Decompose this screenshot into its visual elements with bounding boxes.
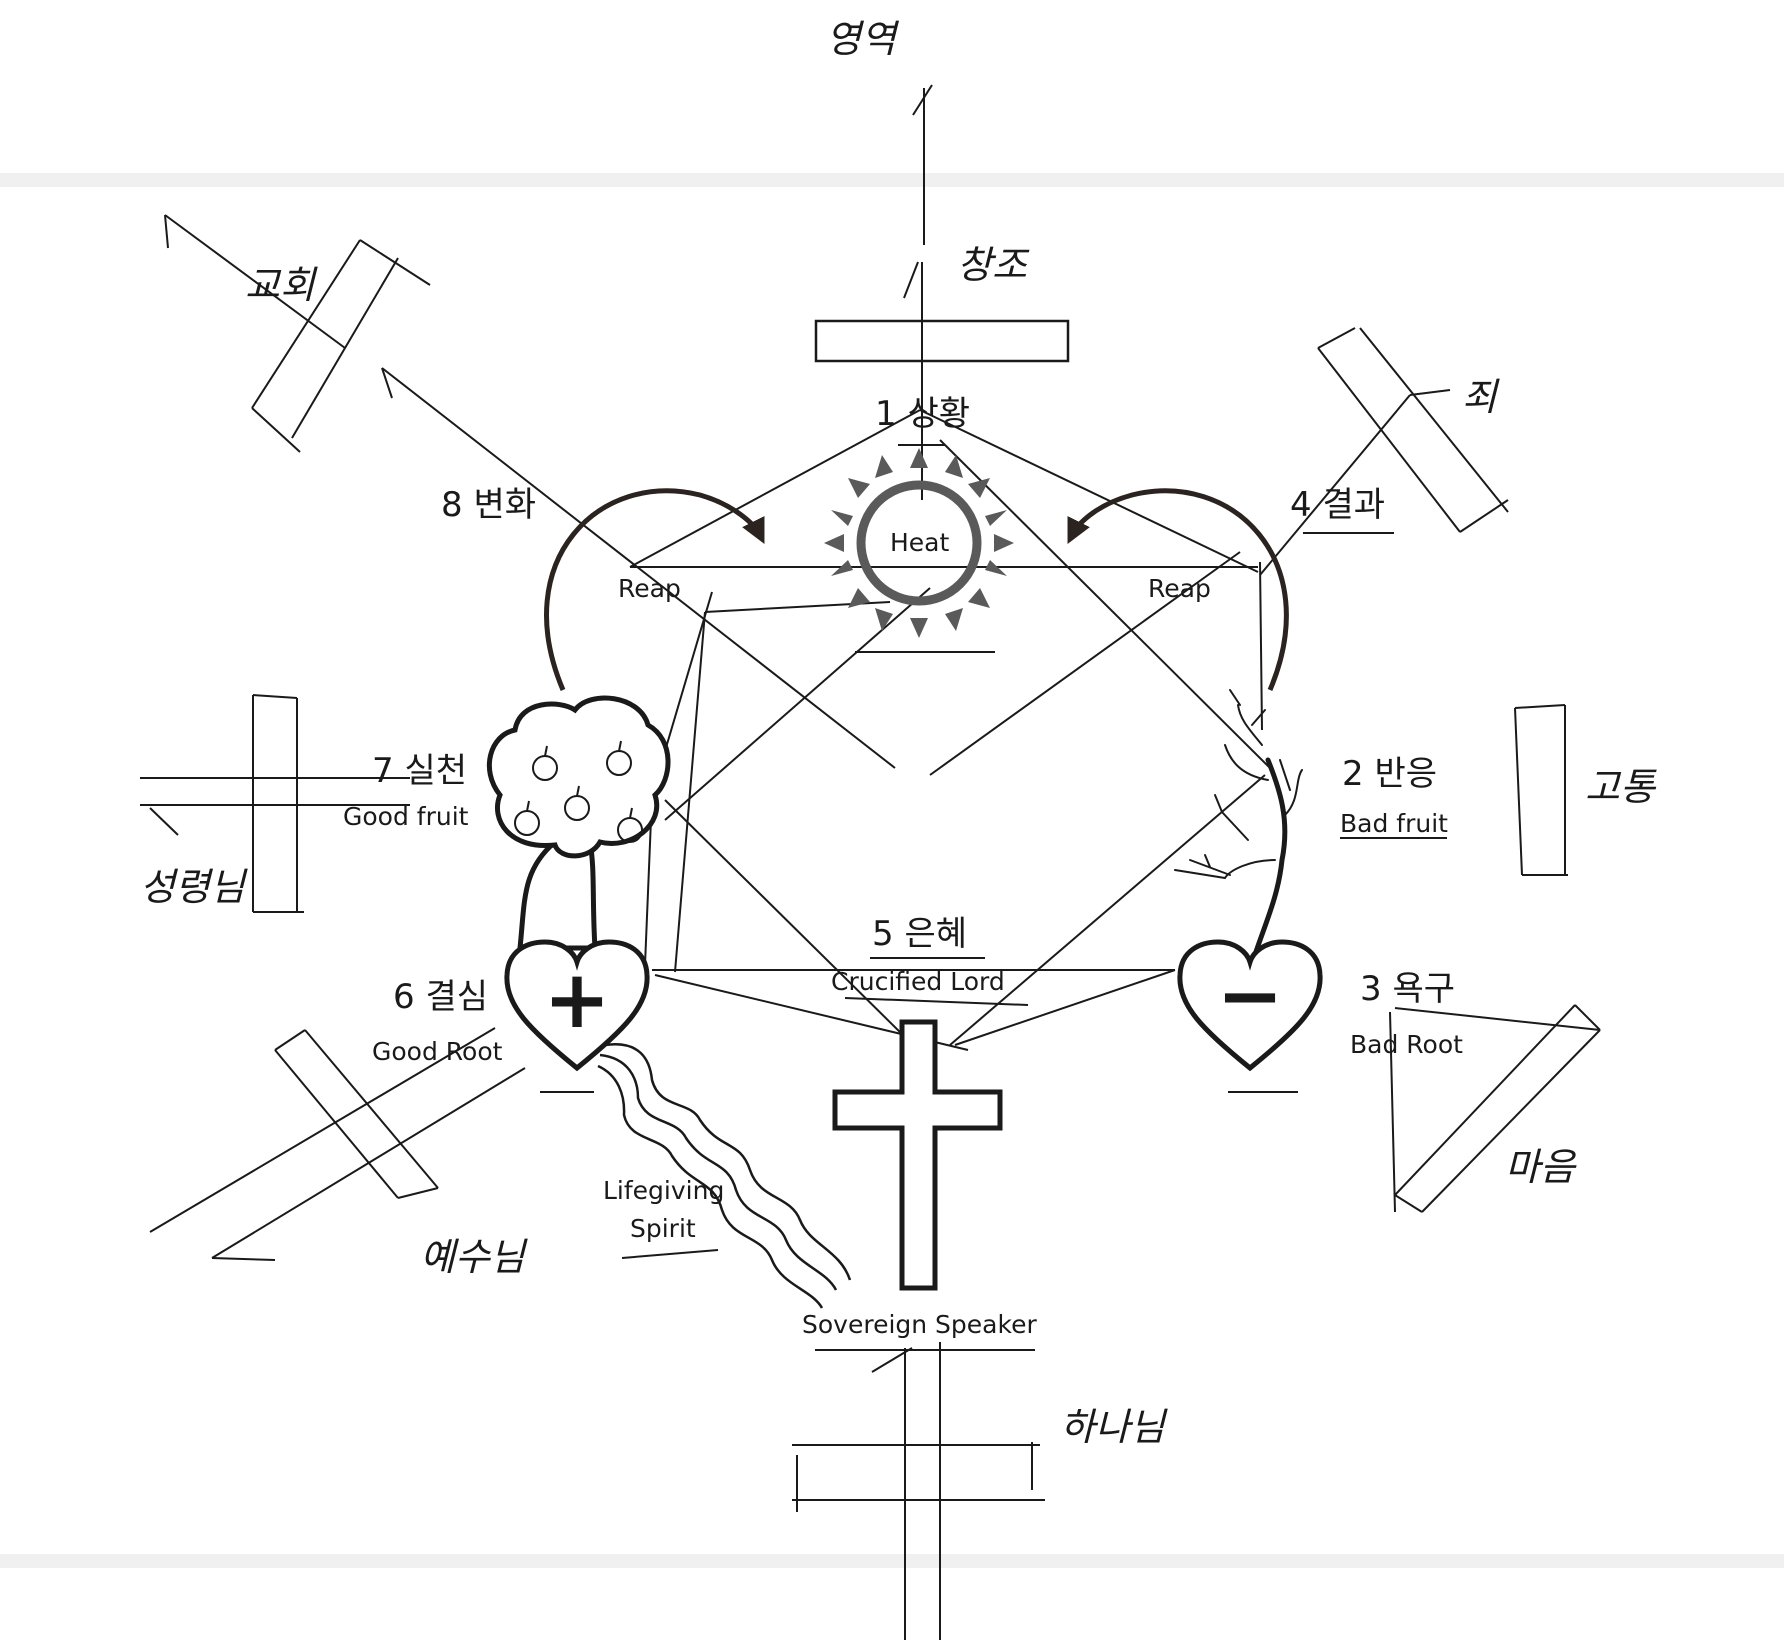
- east-handwriting: 고통: [1585, 765, 1657, 809]
- south-stroke-box: [792, 1342, 1045, 1640]
- heart-minus-icon: −: [1177, 939, 1323, 1072]
- apple-tree-icon: [486, 695, 671, 951]
- west-stroke-box: [140, 694, 410, 913]
- bad-fruit-label: Bad fruit: [1340, 809, 1448, 838]
- curved-arrow-icon: [1067, 488, 1289, 691]
- heart-plus-icon: +: [504, 939, 650, 1072]
- bottom-gray-band: [0, 1554, 1784, 1568]
- top-axis: [903, 84, 933, 500]
- label-grace: 5 은혜: [872, 914, 967, 954]
- southeast-handwriting: 마음: [1505, 1145, 1577, 1189]
- heat-label: Heat: [890, 528, 949, 557]
- good-fruit-label: Good fruit: [343, 802, 469, 831]
- wavy-spirit-icon: [597, 1042, 852, 1309]
- lifegiving-label-line1: Lifegiving: [603, 1176, 724, 1205]
- cycle-lines: [629, 409, 1273, 1051]
- sovereign-speaker-label: Sovereign Speaker: [802, 1310, 1037, 1339]
- good-root-label: Good Root: [372, 1037, 503, 1066]
- southeast-stroke-box: [1389, 1004, 1601, 1213]
- label-situation: 1 상황: [875, 394, 970, 434]
- west-handwriting: 성령님: [140, 865, 248, 909]
- label-result: 4 결과: [1290, 485, 1385, 525]
- label-practice: 7 실천: [372, 751, 467, 791]
- lifegiving-label-line2: Spirit: [630, 1214, 696, 1243]
- heart-minus-sign: −: [1216, 949, 1283, 1042]
- top-domain-label: 영역: [826, 17, 900, 61]
- label-resolve: 6 결심: [393, 977, 488, 1017]
- northeast-handwriting: 죄: [1462, 375, 1500, 419]
- north-stroke-box: [814, 319, 1070, 363]
- reap-right-label: Reap: [1148, 574, 1211, 603]
- crucified-lord-label: Crucified Lord: [831, 967, 1005, 996]
- sun-icon: [824, 448, 1014, 638]
- heart-plus-sign: +: [543, 953, 610, 1046]
- north-handwriting: 창조: [957, 243, 1030, 287]
- curved-arrow-icon: [544, 488, 765, 691]
- southwest-stroke-box: [149, 1027, 526, 1261]
- label-desire: 3 욕구: [1360, 969, 1455, 1009]
- reap-left-label: Reap: [618, 574, 681, 603]
- top-gray-band: [0, 173, 1784, 187]
- south-handwriting: 하나님: [1060, 1405, 1168, 1449]
- northwest-handwriting: 교회: [245, 263, 318, 307]
- southwest-handwriting: 예수님: [420, 1235, 528, 1279]
- cross-icon: [832, 1019, 1003, 1291]
- bad-root-label: Bad Root: [1350, 1030, 1463, 1059]
- northeast-stroke-box: [1259, 327, 1509, 576]
- label-change: 8 변화: [441, 485, 536, 525]
- label-response: 2 반응: [1342, 754, 1437, 794]
- bare-tree-icon: [1174, 689, 1303, 973]
- east-stroke-box: [1514, 704, 1568, 876]
